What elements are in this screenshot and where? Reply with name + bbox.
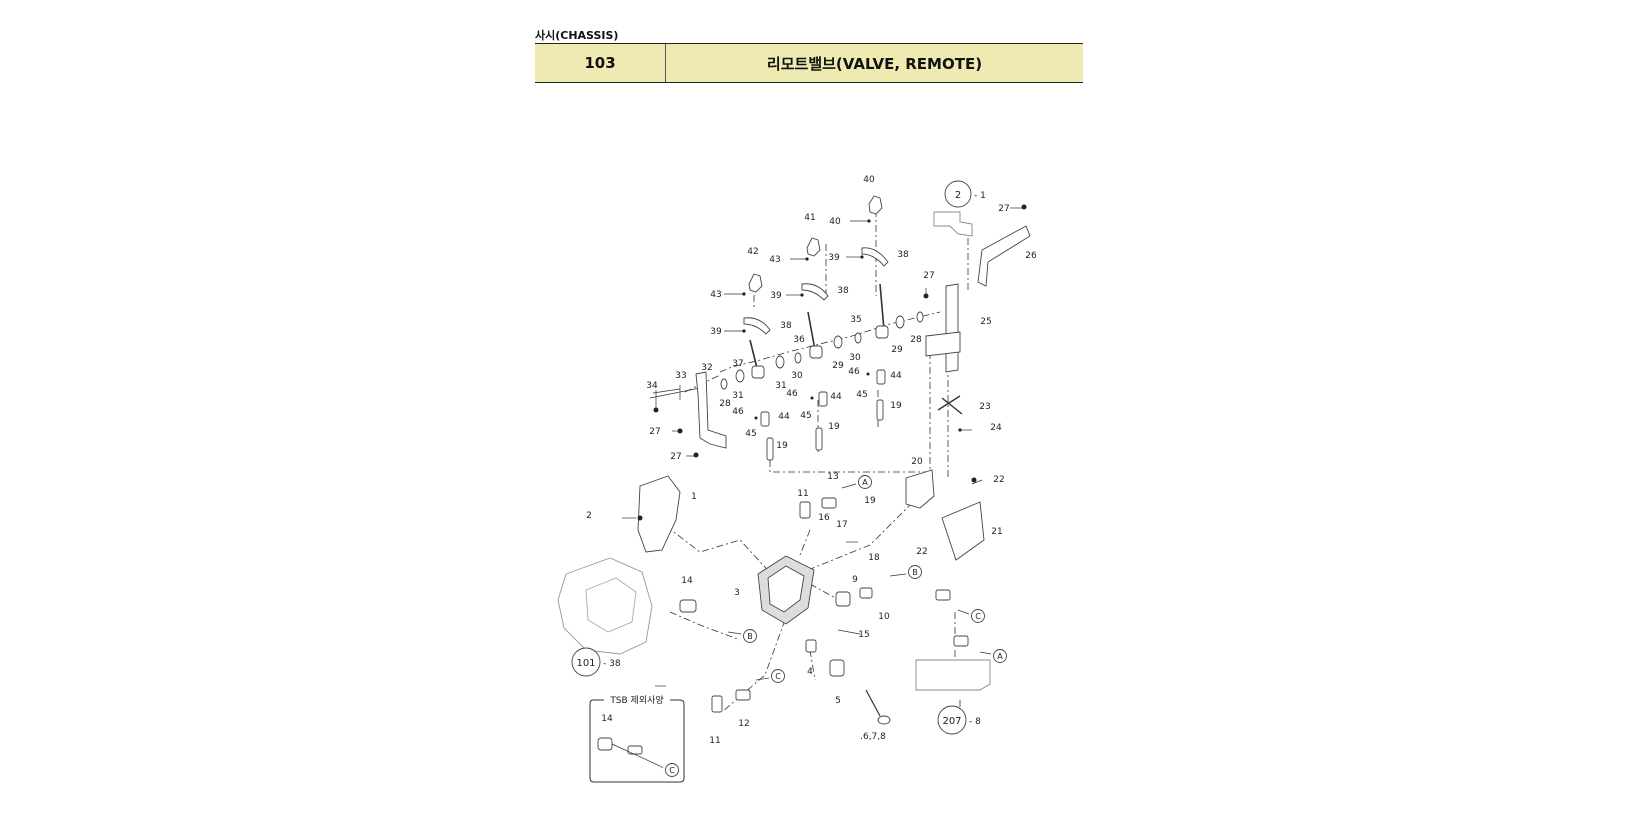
header-table: 103 리모트밸브(VALVE, REMOTE)	[535, 43, 1083, 83]
label-3: 3	[734, 588, 740, 598]
label-31-left: 31	[732, 391, 743, 401]
label-27-top: 27	[998, 204, 1009, 214]
label-35: 35	[850, 315, 861, 325]
label-19-right: 19	[890, 401, 902, 411]
label-4: 4	[807, 667, 813, 677]
label-13: 13	[827, 472, 838, 482]
label-45-right: 45	[856, 390, 867, 400]
label-22-left: 22	[916, 547, 927, 557]
label-10: 10	[878, 612, 890, 622]
label-29-right: 29	[891, 345, 903, 355]
label-1: 1	[691, 492, 697, 502]
label-14-inset: 14	[601, 714, 613, 724]
connector-c-2: C	[975, 612, 981, 621]
label-44-left: 44	[778, 412, 790, 422]
label-43-lower: 43	[710, 290, 721, 300]
label-33: 33	[675, 371, 686, 381]
part-group-title: 리모트밸브(VALVE, REMOTE)	[766, 54, 983, 73]
label-19-valve: 19	[864, 496, 876, 506]
label-46-left: 46	[732, 407, 744, 417]
label-45-left: 45	[745, 429, 756, 439]
part-labels: 40 40 41 42 43 43 39 39 39 38 38 38 27 2…	[586, 175, 1037, 746]
label-36: 36	[793, 335, 805, 345]
label-29-left: 29	[832, 361, 844, 371]
label-11-top: 11	[797, 489, 808, 499]
label-30-right: 30	[849, 353, 861, 363]
label-40-top: 40	[863, 175, 875, 185]
label-21: 21	[991, 527, 1002, 537]
label-46-right: 46	[848, 367, 860, 377]
label-23: 23	[979, 402, 990, 412]
label-16: 16	[818, 513, 830, 523]
remote-valve	[557, 497, 969, 767]
label-28-right: 28	[910, 335, 922, 345]
label-27-mid: 27	[923, 271, 934, 281]
ref-2-number: 2	[955, 190, 961, 201]
label-39-top: 39	[828, 253, 840, 263]
ref-101-suffix: - 38	[603, 659, 621, 669]
connector-a-2: A	[997, 652, 1003, 661]
label-19-left: 19	[776, 441, 788, 451]
section-label: 사시(CHASSIS)	[535, 29, 619, 42]
label-20: 20	[911, 457, 923, 467]
label-42: 42	[747, 247, 758, 257]
brackets	[637, 211, 1031, 691]
label-26: 26	[1025, 251, 1037, 261]
label-44-right: 44	[890, 371, 902, 381]
label-9: 9	[852, 575, 858, 585]
label-45-mid: 45	[800, 411, 811, 421]
label-17: 17	[836, 520, 847, 530]
label-18: 18	[868, 553, 880, 563]
connector-b-2: B	[747, 632, 753, 641]
label-38-mid: 38	[837, 286, 849, 296]
leader-lines	[622, 204, 1027, 721]
part-group-code: 103	[535, 44, 666, 82]
label-28-left: 28	[719, 399, 731, 409]
label-6-7-8: .6,7,8	[860, 732, 886, 742]
label-37: 37	[732, 359, 743, 369]
ref-101-number: 101	[576, 658, 595, 669]
label-5: 5	[835, 696, 841, 706]
ref-207-suffix: - 8	[969, 717, 981, 727]
connector-c-1: C	[775, 672, 781, 681]
ref-207-number: 207	[942, 716, 961, 727]
label-39-mid: 39	[770, 291, 782, 301]
label-14-main: 14	[681, 576, 693, 586]
label-43-upper: 43	[769, 255, 780, 265]
label-31-right: 31	[775, 381, 786, 391]
label-15: 15	[858, 630, 869, 640]
label-38-top: 38	[897, 250, 909, 260]
label-34: 34	[646, 381, 658, 391]
connector-c-3: C	[669, 766, 675, 775]
tsb-inset-title: TSB 제외사양	[609, 694, 663, 706]
label-27-bottom: 27	[670, 452, 681, 462]
label-32: 32	[701, 363, 712, 373]
label-19-mid: 19	[828, 422, 840, 432]
label-12: 12	[738, 719, 749, 729]
label-25: 25	[980, 317, 991, 327]
lever-assemblies	[649, 195, 924, 461]
connector-markers: A B B C C A C	[659, 475, 1007, 777]
label-11-bottom: 11	[709, 736, 720, 746]
label-30-left: 30	[791, 371, 803, 381]
label-22-right: 22	[993, 475, 1004, 485]
label-2: 2	[586, 511, 592, 521]
label-27-left: 27	[649, 427, 660, 437]
connector-b-1: B	[912, 568, 918, 577]
label-41: 41	[804, 213, 815, 223]
label-40: 40	[829, 217, 841, 227]
ref-2-suffix: - 1	[974, 191, 986, 201]
label-46-mid: 46	[786, 389, 798, 399]
label-24: 24	[990, 423, 1002, 433]
reference-circles: 2 - 1 101 - 38 207 - 8	[571, 180, 986, 735]
label-39-low: 39	[710, 327, 722, 337]
label-44-mid: 44	[830, 392, 842, 402]
label-38-low: 38	[780, 321, 792, 331]
connector-a-1: A	[862, 478, 868, 487]
tsb-inset: TSB 제외사양	[589, 694, 685, 783]
